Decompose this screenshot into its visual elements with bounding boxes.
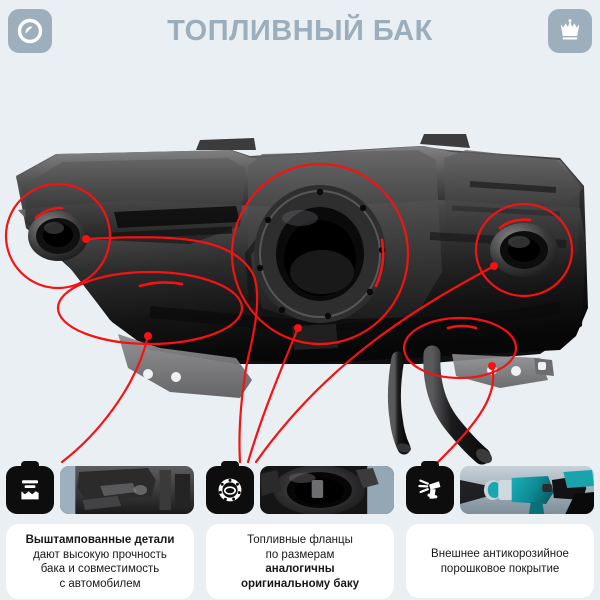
feature-3-top xyxy=(406,462,594,518)
spray-gun-icon-badge xyxy=(406,466,454,514)
leader-left-stamp xyxy=(60,334,150,464)
feature-stamped-parts: Выштампованные детали дают высокую прочн… xyxy=(0,462,200,600)
feature-2-card: Топливные фланцы по размерам аналогичны … xyxy=(206,524,394,600)
feature-3-line-2: порошковое покрытие xyxy=(440,562,560,575)
feature-fuel-flanges: Топливные фланцы по размерам аналогичны … xyxy=(200,462,400,600)
callout-left-stamp xyxy=(56,270,244,346)
feature-1-card: Выштампованные детали дают высокую прочн… xyxy=(6,524,194,600)
leader-center-flange xyxy=(246,326,300,464)
crown-icon xyxy=(561,19,579,40)
leader-right-port xyxy=(254,264,496,464)
right-fuel-port xyxy=(490,223,558,277)
feature-2-line-1: Топливные фланцы xyxy=(247,534,353,546)
crown-icon-badge xyxy=(548,9,592,53)
feature-1-line-4: с автомобилем xyxy=(59,577,141,590)
stamped-tank-detail-photo xyxy=(60,466,194,514)
fuel-flange-detail-photo xyxy=(260,466,394,514)
fuel-flange-icon xyxy=(218,478,242,502)
feature-3-line-1-bold: антикорозийное xyxy=(483,547,569,560)
fuel-tank-illustration xyxy=(4,134,588,465)
feature-3-line-1: Внешнее антикорозийное xyxy=(414,547,586,562)
feature-2-line-4: оригинальному баку xyxy=(240,577,360,590)
page-header: ТОПЛИВНЫЙ БАК xyxy=(0,0,600,62)
feature-anticorrosion-coating: Внешнее антикорозийное порошковое покрыт… xyxy=(400,462,600,600)
annotation-overlay xyxy=(4,162,574,464)
feature-1-line-3: бака и совместимость xyxy=(40,563,160,576)
feature-2-line-3: аналогичны xyxy=(265,563,335,576)
leader-right-stamp xyxy=(436,364,495,464)
tank-body xyxy=(16,134,588,364)
callout-right-port xyxy=(474,202,574,298)
fuel-flange-icon-badge xyxy=(206,466,254,514)
fuel-outlet-pipes xyxy=(387,345,492,465)
fuel-cap-icon-badge xyxy=(8,9,52,53)
fuel-cap-icon xyxy=(17,18,43,44)
feature-1-line-1: Выштампованные детали xyxy=(25,534,175,546)
powder-coating-spray-photo xyxy=(460,466,594,514)
leader-left-port xyxy=(84,236,259,464)
stamped-press-icon-badge xyxy=(6,466,54,514)
feature-1-top xyxy=(6,462,194,518)
left-fuel-port xyxy=(28,211,88,261)
feature-2-line-2: по размерам xyxy=(265,548,335,561)
feature-3-card: Внешнее антикорозийное порошковое покрыт… xyxy=(406,524,594,598)
callout-left-port xyxy=(4,182,112,290)
page-title: ТОПЛИВНЫЙ БАК xyxy=(167,14,433,47)
product-stage xyxy=(0,58,600,468)
feature-3-line-1-regular: Внешнее xyxy=(431,547,484,560)
stamped-press-icon xyxy=(21,480,39,500)
spray-gun-icon xyxy=(418,479,441,499)
feature-row: Выштампованные детали дают высокую прочн… xyxy=(0,462,600,600)
feature-1-line-2: дают высокую прочность xyxy=(33,548,167,561)
feature-2-top xyxy=(206,462,394,518)
center-pump-flange xyxy=(254,185,386,323)
callout-right-stamp xyxy=(402,316,518,380)
